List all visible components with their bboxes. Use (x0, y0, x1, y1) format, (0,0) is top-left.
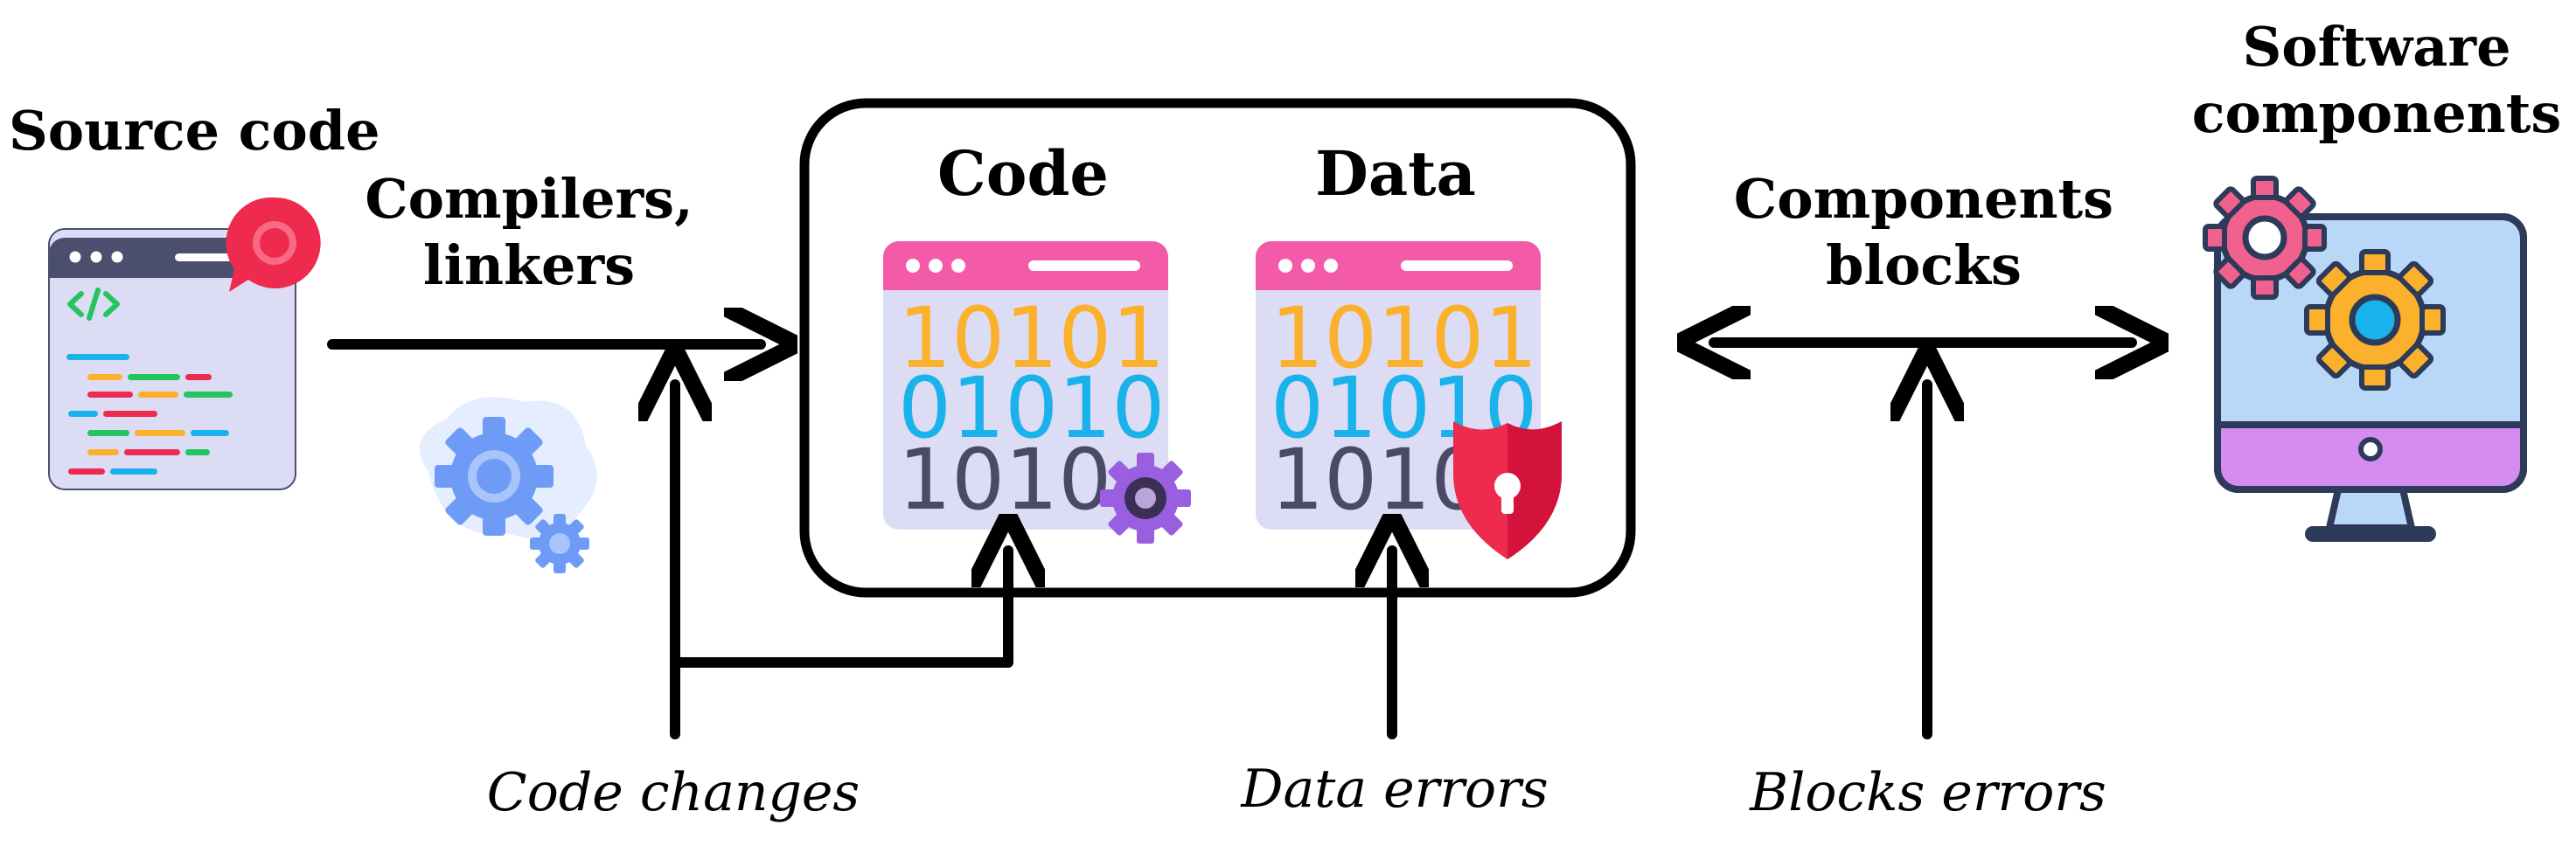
components-line-1: Components (1733, 167, 2114, 231)
software-components-label: Software components (2186, 14, 2567, 146)
binary-row-1: 10101 (1271, 289, 1537, 387)
code-data-box (799, 98, 1636, 598)
monitor-gears-icon (2203, 176, 2527, 542)
components-blocks-label: Components blocks (1705, 166, 2142, 298)
compilers-line-1: Compilers, (365, 167, 693, 231)
gears-icon (419, 397, 597, 573)
software-line-1: Software (2242, 15, 2511, 79)
software-line-2: components (2191, 80, 2562, 145)
gear-icon (1100, 453, 1191, 544)
binary-row-1: 10101 (898, 289, 1165, 387)
shield-lock-icon (1453, 421, 1562, 559)
data-errors-label: Data errors (1241, 759, 1549, 820)
binary-row-2: 01010 (898, 359, 1165, 457)
arrow-code-changes-to-code (670, 551, 1008, 668)
code-changes-label: Code changes (486, 762, 860, 823)
binary-code-window-icon: 10101 01010 1010 (883, 241, 1168, 530)
blocks-errors-label: Blocks errors (1750, 762, 2106, 823)
compilers-line-2: linkers (422, 232, 636, 297)
binary-row-3: 1010 (898, 431, 1111, 529)
data-label: Data (1315, 137, 1476, 210)
compilers-label: Compilers, linkers (359, 166, 700, 298)
binary-data-window-icon: 10101 01010 1010 (1256, 241, 1541, 530)
binary-row-3: 1010 (1271, 431, 1484, 529)
components-line-2: blocks (1826, 232, 2022, 297)
source-code-label: Source code (9, 99, 380, 163)
code-label: Code (937, 137, 1109, 210)
chat-bubble-icon (226, 197, 321, 292)
